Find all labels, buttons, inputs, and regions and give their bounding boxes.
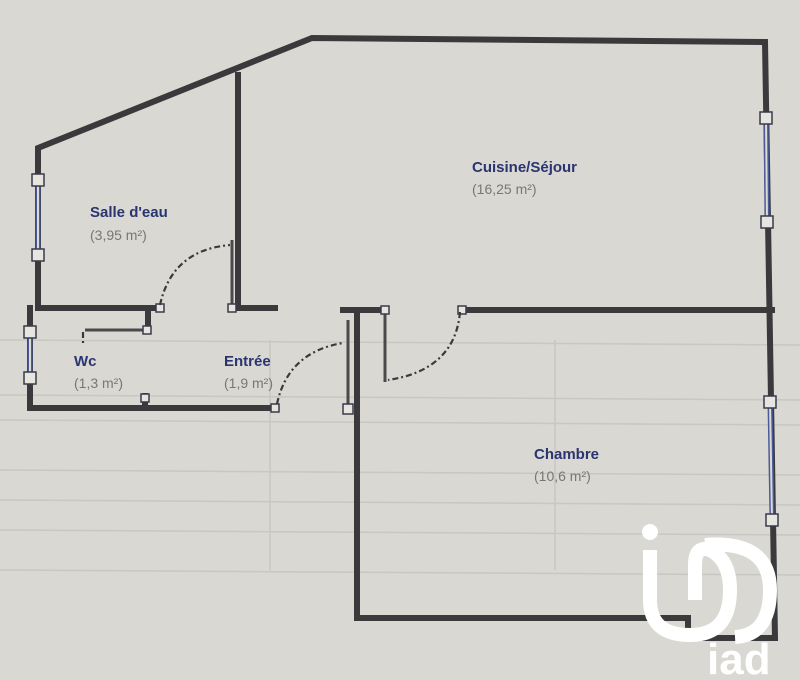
room-area-chambre: (10,6 m²) — [534, 468, 591, 484]
door-chambre — [387, 311, 462, 382]
room-name-wc: Wc — [74, 353, 97, 370]
room-labels: Salle d'eau (3,95 m²) Cuisine/Séjour (16… — [74, 159, 599, 484]
door-entree — [275, 341, 344, 405]
room-area-entree: (1,9 m²) — [224, 375, 273, 391]
walls — [27, 34, 779, 641]
room-name-chambre: Chambre — [534, 446, 599, 463]
room-name-entree: Entrée — [224, 353, 271, 370]
room-name-cuisine-sejour: Cuisine/Séjour — [472, 159, 577, 176]
iad-logo: iad — [642, 524, 778, 680]
door-salle-eau — [158, 243, 231, 306]
doors — [81, 243, 462, 405]
room-area-wc: (1,3 m²) — [74, 375, 123, 391]
windows — [23, 111, 779, 527]
room-area-salle-eau: (3,95 m²) — [90, 227, 147, 243]
room-area-cuisine-sejour: (16,25 m²) — [472, 181, 537, 197]
background-table-grid — [0, 339, 800, 576]
logo-text: iad — [707, 635, 771, 680]
room-name-salle-eau: Salle d'eau — [90, 204, 168, 221]
